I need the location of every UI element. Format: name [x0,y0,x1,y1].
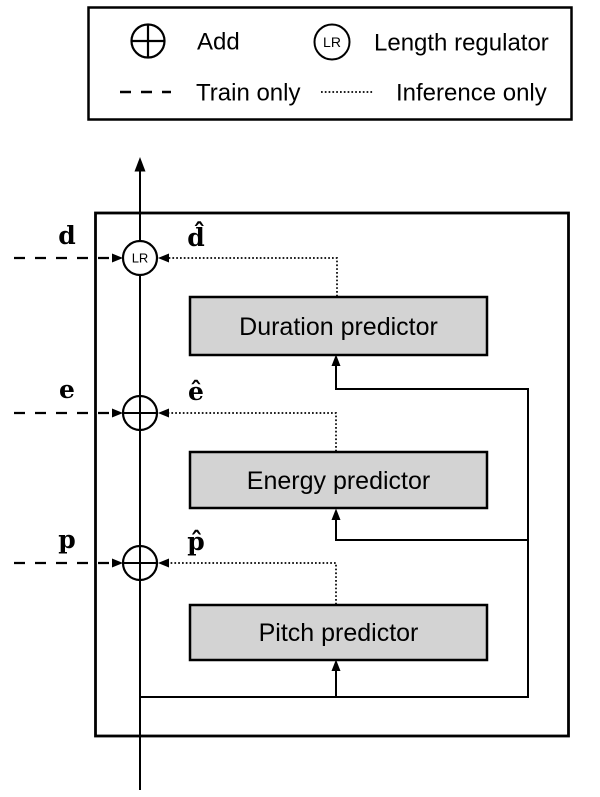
pitch-add-node [121,544,159,582]
duration-pred-label: d̂ [187,221,204,252]
pitch-predictor-box: Pitch predictor [188,603,489,662]
energy-pred-label: ê [188,377,204,406]
feed-line-energy [335,519,528,541]
plus-circle-icon [130,23,166,59]
energy-add-node [121,394,159,432]
legend-add-label: Add [197,29,240,56]
legend: Add LR Length regulator Train only Infer… [87,6,573,121]
legend-length-regulator-label: Length regulator [374,30,549,57]
main-diagram: LR Duration predictor Energy predictor P… [14,157,570,790]
energy-predictor-box: Energy predictor [188,450,489,510]
legend-lr-symbol-text: LR [323,34,341,50]
duration-predictor-label: Duration predictor [239,313,438,341]
lr-node-label: LR [132,251,149,266]
duration-gt-label: d [58,221,75,250]
inference-line-energy [168,412,337,452]
legend-train-only-label: Train only [196,80,300,107]
pitch-predictor-label: Pitch predictor [259,619,419,647]
left-arrow-icon [158,253,169,263]
duration-predictor-box: Duration predictor [188,295,489,357]
feed-line-duration [140,365,529,698]
length-regulator-node: LR [121,239,159,277]
pitch-gt-label: p [58,525,75,554]
up-arrow-icon [331,354,341,366]
up-arrow-icon [331,508,341,520]
left-arrow-icon [158,408,169,418]
pitch-pred-label: p̂ [187,527,204,556]
duration-predictor-rect [188,295,489,357]
right-arrow-icon [112,253,123,263]
legend-box [87,6,573,121]
right-arrow-icon [112,558,123,568]
inference-line-pitch [168,562,337,605]
lr-circle-icon: LR [313,23,351,61]
energy-gt-label: e [59,375,75,404]
energy-predictor-rect [188,450,489,510]
up-arrow-icon [134,157,146,172]
legend-inference-only-label: Inference only [396,80,547,107]
energy-predictor-label: Energy predictor [247,467,430,495]
inference-line-duration [168,257,338,297]
pitch-predictor-rect [188,603,489,662]
right-arrow-icon [112,408,123,418]
up-arrow-icon [331,659,341,671]
left-arrow-icon [158,558,169,568]
